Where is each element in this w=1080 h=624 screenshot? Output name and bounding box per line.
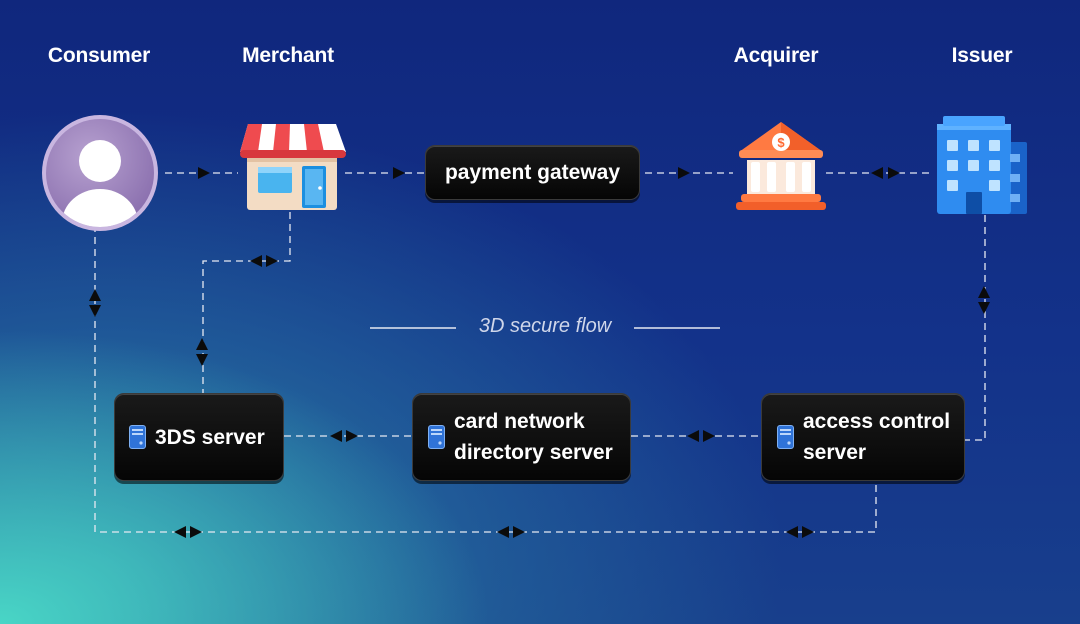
- arrow-up: [978, 286, 990, 298]
- arrow-up: [196, 338, 208, 350]
- server-icon: [777, 425, 794, 449]
- arrow-right: [888, 167, 900, 179]
- consumer-label: Consumer: [47, 44, 151, 67]
- merchant-label: Merchant: [242, 44, 334, 67]
- access-control-server-label: access control server: [803, 410, 951, 464]
- arrow-down: [196, 354, 208, 366]
- acquirer-label: Acquirer: [733, 44, 819, 67]
- three-ds-server-label: 3DS server: [155, 425, 265, 449]
- payment-gateway-node: payment gateway: [425, 145, 640, 200]
- arrow-right: [190, 526, 202, 538]
- consumer-acs-loop-line: [94, 225, 877, 533]
- arrow-up: [89, 289, 101, 301]
- arrow-left: [871, 167, 883, 179]
- bank-icon: $: [736, 122, 826, 210]
- merchant-3ds-line: [202, 212, 291, 393]
- arrow-right: [198, 167, 210, 179]
- arrow-left: [174, 526, 186, 538]
- arrow-down: [978, 302, 990, 314]
- card-network-directory-node: card network directory server: [412, 393, 631, 481]
- arrow-left: [687, 430, 699, 442]
- arrow-left: [786, 526, 798, 538]
- storefront-icon: [240, 124, 346, 210]
- arrow-right: [678, 167, 690, 179]
- arrow-right: [346, 430, 358, 442]
- arrow-down: [89, 305, 101, 317]
- arrow-right: [703, 430, 715, 442]
- arrow-left: [330, 430, 342, 442]
- server-icon: [428, 425, 445, 449]
- arrow-right: [266, 255, 278, 267]
- arrow-left: [497, 526, 509, 538]
- card-network-directory-label: card network directory server: [454, 410, 613, 464]
- svg-text:$: $: [777, 135, 785, 150]
- arrow-right: [513, 526, 525, 538]
- arrow-right: [393, 167, 405, 179]
- arrow-right: [802, 526, 814, 538]
- user-avatar-icon: [42, 115, 158, 231]
- issuer-label: Issuer: [951, 44, 1013, 67]
- office-building-icon: [937, 116, 1027, 214]
- arrow-left: [250, 255, 262, 267]
- payment-gateway-label: payment gateway: [444, 161, 621, 184]
- access-control-server-node: access control server: [761, 393, 965, 481]
- issuer-acs-line: [965, 215, 986, 441]
- server-icon: [129, 425, 146, 449]
- flow-label: 3D secure flow: [478, 315, 612, 337]
- three-ds-server-node: 3DS server: [114, 393, 284, 481]
